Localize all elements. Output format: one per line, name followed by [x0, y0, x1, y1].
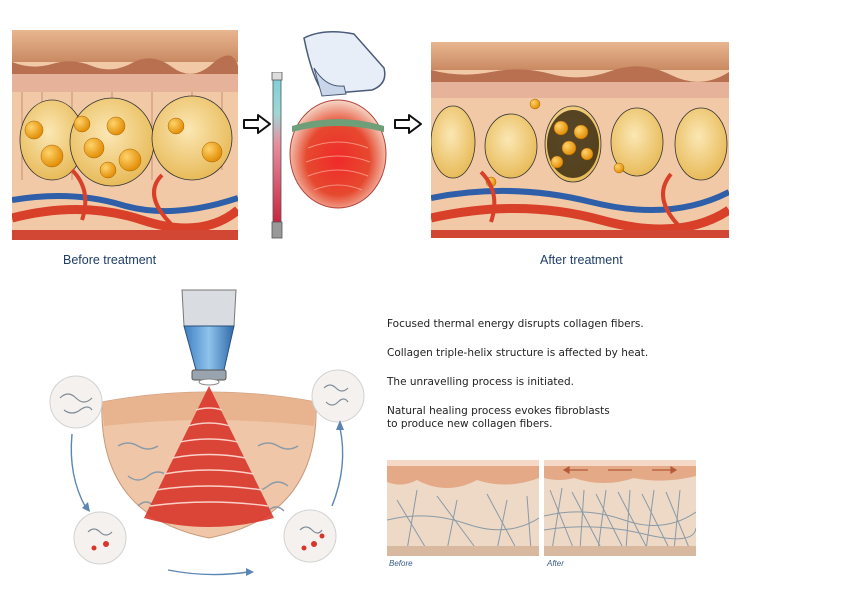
- thermometer-icon: [270, 72, 284, 240]
- step-3: The unravelling process is initiated.: [387, 376, 574, 388]
- curved-cycle-arrow-icon: [70, 427, 344, 576]
- collagen-after-illustration: [544, 460, 696, 556]
- collagen-before-illustration: [387, 460, 539, 556]
- ultrasound-handpiece-icon: [181, 289, 237, 386]
- before-treatment-illustration: [12, 30, 238, 240]
- step-1: Focused thermal energy disrupts collagen…: [387, 318, 644, 330]
- before-treatment-caption: Before treatment: [63, 253, 157, 267]
- step-2: Collagen triple-helix structure is affec…: [387, 347, 649, 359]
- collagen-before-label: Before: [389, 559, 413, 568]
- collagen-after-label: After: [547, 559, 564, 568]
- collagen-cycle-illustration: [48, 286, 366, 586]
- step-4: Natural healing process evokes fibroblas…: [387, 405, 610, 430]
- right-arrow-icon: [393, 113, 423, 135]
- after-treatment-caption: After treatment: [540, 253, 623, 267]
- right-arrow-icon: [242, 113, 272, 135]
- process-steps-list: Focused thermal energy disrupts collagen…: [387, 318, 767, 447]
- handpiece-heating-illustration: [284, 28, 394, 210]
- after-treatment-illustration: [431, 42, 729, 238]
